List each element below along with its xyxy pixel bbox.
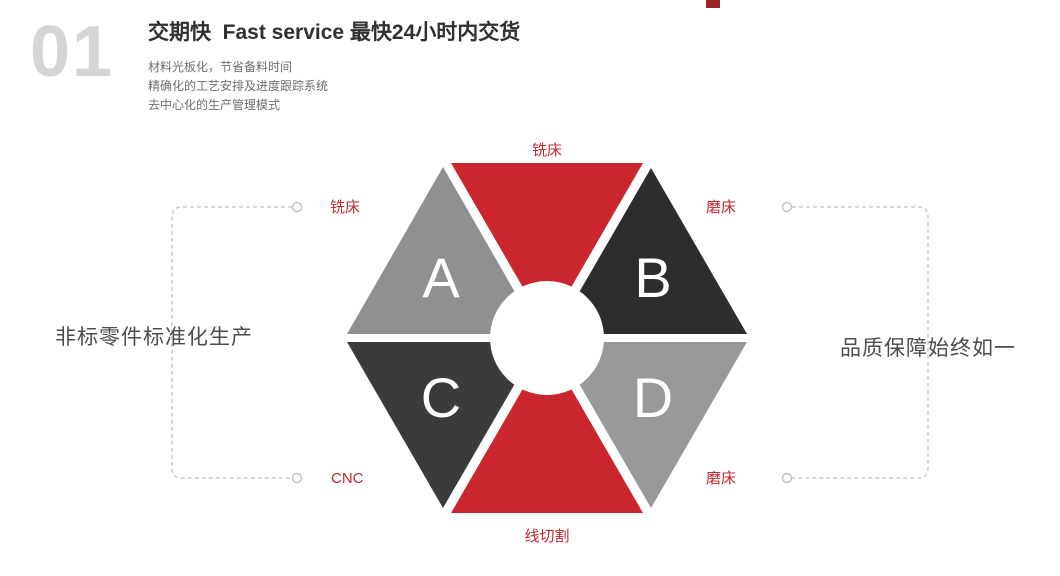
segment-bottom-left xyxy=(347,342,539,508)
node-lower-left xyxy=(291,472,303,484)
bullet-line-1: 材料光板化，节省备料时间 xyxy=(148,60,293,74)
node-upper-right xyxy=(781,201,793,213)
label-upper-right: 磨床 xyxy=(706,199,737,216)
segment-letter-b: B xyxy=(634,246,671,309)
label-bottom: 线切割 xyxy=(524,528,570,545)
label-top: 铣床 xyxy=(531,142,562,159)
node-upper-left xyxy=(291,201,303,213)
bullet-line-2: 精确化的工艺安排及进度跟踪系统 xyxy=(148,79,329,93)
side-text-left: 非标零件标准化生产 xyxy=(55,326,253,349)
segment-bottom xyxy=(451,347,643,513)
label-upper-left: 铣床 xyxy=(330,199,361,216)
right-bracket-dashed-line xyxy=(792,206,929,479)
segment-letter-a: A xyxy=(422,246,460,309)
center-circle xyxy=(490,281,604,395)
segment-top-right xyxy=(555,168,747,334)
section-number: 01 xyxy=(30,12,115,92)
page-title: 交期快 Fast service 最快24小时内交货 xyxy=(148,21,521,44)
segment-top xyxy=(451,163,643,329)
bullet-list: 材料光板化，节省备料时间 精确化的工艺安排及进度跟踪系统 去中心化的生产管理模式 xyxy=(148,58,328,115)
bullet-line-3: 去中心化的生产管理模式 xyxy=(148,98,281,112)
segment-letter-d: D xyxy=(633,366,673,429)
top-red-marker xyxy=(706,0,720,8)
segment-letter-c: C xyxy=(421,366,461,429)
side-text-right: 品质保障始终如一 xyxy=(840,337,1016,360)
left-bracket-dashed-line xyxy=(171,206,292,479)
segment-top-left xyxy=(347,167,539,334)
label-lower-right: 磨床 xyxy=(706,470,737,487)
node-lower-right xyxy=(781,472,793,484)
segment-bottom-right xyxy=(555,342,747,508)
label-lower-left: CNC xyxy=(331,470,364,487)
